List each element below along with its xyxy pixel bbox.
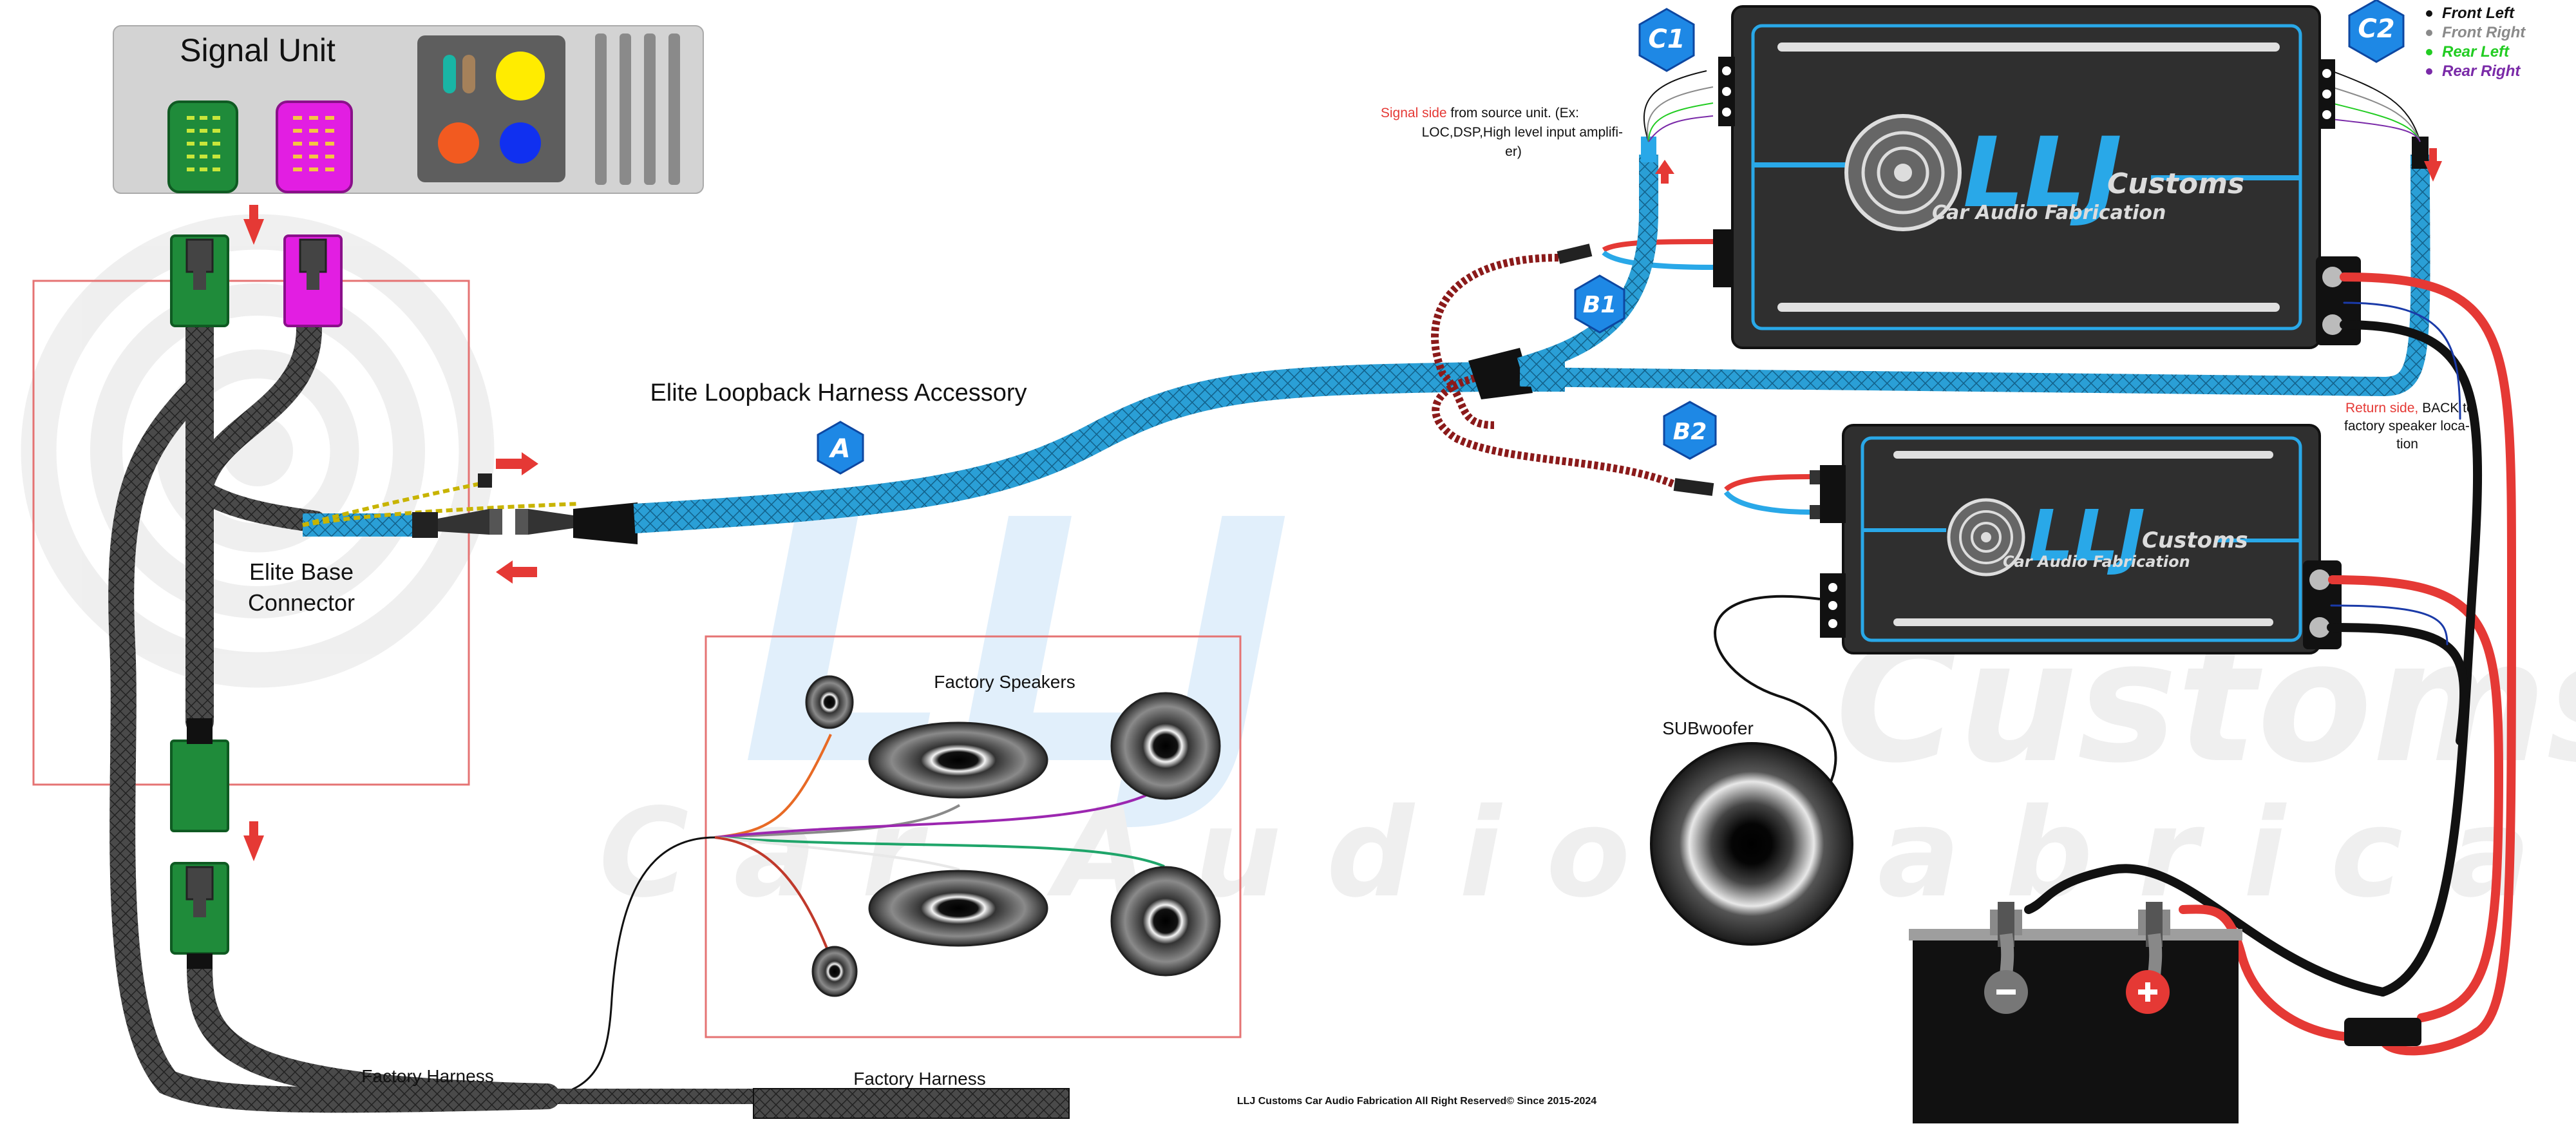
green-block-connector xyxy=(170,718,229,832)
harness-splitter xyxy=(1468,348,1533,399)
return-side-note-line3: tion xyxy=(2396,437,2418,452)
signal-side-note-line2: LOC,DSP,High level input amplifi- xyxy=(1422,125,1623,140)
down-arrow-icon xyxy=(2424,148,2442,182)
badge-c2: C2 xyxy=(2348,0,2405,63)
factory-speaker-tweeter xyxy=(811,946,858,997)
signal-side-note-line1: Signal side from source unit. (Ex: xyxy=(1381,106,1579,120)
legend-bullet xyxy=(2426,10,2432,17)
signal-unit-label: Signal Unit xyxy=(180,32,336,68)
plus-icon xyxy=(2126,970,2170,1014)
green-connector xyxy=(170,862,229,969)
legend-label: Rear Right xyxy=(2442,62,2521,80)
signal-unit-vent xyxy=(595,33,680,185)
factory-speaker-round xyxy=(1110,692,1221,800)
amplifier-mono: LLJ Customs Car Audio Fabrication xyxy=(1820,424,2342,654)
minus-icon xyxy=(1984,970,2028,1014)
legend-label: Rear Left xyxy=(2442,43,2510,61)
green-connector xyxy=(170,234,229,327)
amp-brand: Customs xyxy=(2142,528,2248,553)
power-wiring xyxy=(2024,272,2516,1056)
amp-brand: Customs xyxy=(2107,167,2244,200)
svg-text:B2: B2 xyxy=(1673,419,1707,445)
elite-base-label-line2: Connector xyxy=(248,589,355,616)
factory-speakers-label: Factory Speakers xyxy=(934,672,1075,692)
factory-harness-label-right: Factory Harness xyxy=(853,1069,985,1089)
legend-bullet xyxy=(2426,68,2432,75)
amp-tagline: Car Audio Fabrication xyxy=(2003,553,2190,571)
factory-speakers-box xyxy=(705,635,1242,1038)
amp-logo: LLJ xyxy=(1963,117,2122,229)
factory-speaker-tweeter xyxy=(805,675,854,729)
legend-bullet xyxy=(2426,30,2432,36)
elite-loopback-harness xyxy=(302,362,1565,544)
amplifier-4-channel: LLJ Customs Car Audio Fabrication xyxy=(1713,5,2361,349)
elite-loopback-label: Elite Loopback Harness Accessory xyxy=(650,379,1027,406)
badge-b1: B1 xyxy=(1574,274,1625,334)
amp-tagline: Car Audio Fabrication xyxy=(1932,202,2166,224)
legend-bullet xyxy=(2426,49,2432,55)
amp-logo: LLJ xyxy=(2029,495,2145,577)
legend-label: Front Left xyxy=(2442,5,2515,22)
right-arrow-icon xyxy=(496,452,538,475)
svg-text:A: A xyxy=(829,434,851,464)
subwoofer xyxy=(1650,595,1853,946)
signal-unit-magenta-port xyxy=(276,100,353,193)
left-arrow-icon xyxy=(496,560,537,584)
speaker-wires xyxy=(547,734,1166,1098)
signal-side-note-line3: er) xyxy=(1505,144,1522,159)
svg-text:B1: B1 xyxy=(1583,292,1617,318)
factory-speaker-oval xyxy=(868,870,1048,947)
badge-a: A xyxy=(817,421,864,475)
factory-harness-label-left: Factory Harness xyxy=(361,1066,493,1086)
svg-text:C1: C1 xyxy=(1648,24,1685,54)
factory-speaker-round xyxy=(1110,866,1221,977)
factory-speaker-oval xyxy=(868,721,1048,799)
elite-base-label-line1: Elite Base xyxy=(249,558,354,585)
factory-harness-connector xyxy=(547,1088,1070,1119)
factory-harness-cables xyxy=(108,308,560,1113)
input-fan-wires xyxy=(1643,70,2421,142)
signal-unit-green-port xyxy=(167,100,238,193)
up-arrow-icon xyxy=(1655,160,1674,184)
down-arrow-icon xyxy=(243,821,264,861)
subwoofer-label: SUBwoofer xyxy=(1662,718,1754,738)
signal-unit-control-panel xyxy=(417,35,565,182)
badge-b2: B2 xyxy=(1663,401,1717,460)
copyright-footer: LLJ Customs Car Audio Fabrication All Ri… xyxy=(1237,1096,1596,1107)
signal-unit: Signal Unit xyxy=(113,25,704,194)
return-side-note-line2: factory speaker loca- xyxy=(2344,419,2470,434)
return-side-note-line1: Return side, BACK to xyxy=(2345,401,2474,415)
badge-c1: C1 xyxy=(1638,8,1695,72)
battery xyxy=(1909,902,2242,1123)
magenta-connector xyxy=(283,234,343,327)
down-arrow-icon xyxy=(243,205,264,245)
svg-text:C2: C2 xyxy=(2358,14,2394,44)
legend-label: Front Right xyxy=(2442,24,2526,41)
